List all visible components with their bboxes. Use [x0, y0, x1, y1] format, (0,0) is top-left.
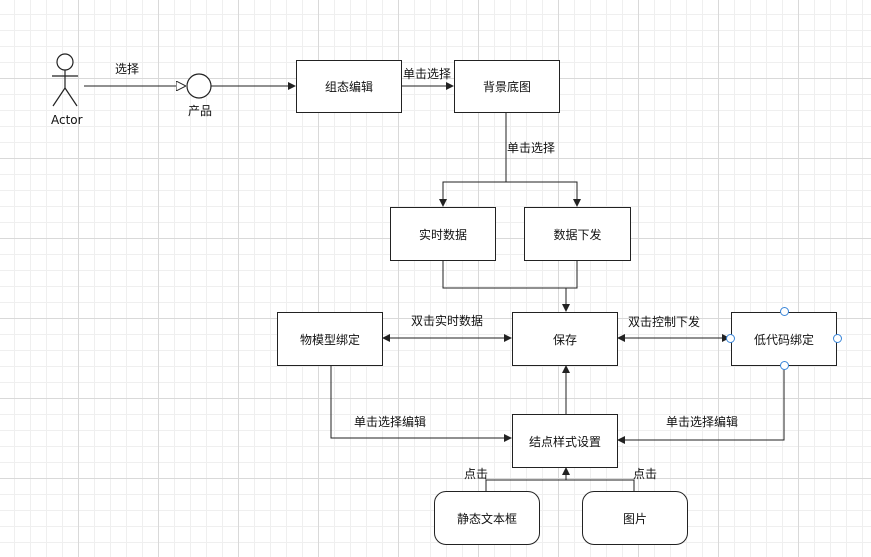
- edge-realtime-save[interactable]: [442, 261, 566, 289]
- node-config-edit[interactable]: 组态编辑: [296, 60, 402, 113]
- node-model-binding-label: 物模型绑定: [299, 332, 360, 347]
- edge-label-click-left: 点击: [464, 467, 489, 481]
- edge-image-style[interactable]: [566, 479, 635, 491]
- edge-lowcode-style[interactable]: [617, 366, 785, 444]
- edge-textbox-style[interactable]: [485, 467, 570, 491]
- resize-handle-top[interactable]: [780, 307, 789, 316]
- node-background-map-label: 背景底图: [482, 80, 531, 94]
- node-save[interactable]: 保存: [512, 312, 618, 366]
- edge-label-select: 选择: [115, 62, 140, 76]
- node-data-dispatch-label: 数据下发: [553, 227, 602, 242]
- node-background-map[interactable]: 背景底图: [454, 60, 560, 113]
- edge-label-dblclick-control: 双击控制下发: [628, 315, 701, 329]
- actor-figure[interactable]: [52, 53, 78, 107]
- edge-label-click-select-edit-left: 单击选择编辑: [354, 415, 427, 429]
- node-realtime-data-label: 实时数据: [418, 227, 467, 242]
- edge-model-style[interactable]: [330, 366, 512, 442]
- actor-label: Actor: [51, 113, 83, 127]
- node-data-dispatch[interactable]: 数据下发: [524, 207, 631, 261]
- node-style-settings-label: 结点样式设置: [528, 434, 601, 449]
- node-style-settings[interactable]: 结点样式设置: [512, 414, 618, 468]
- node-config-edit-label: 组态编辑: [324, 80, 373, 94]
- resize-handle-right[interactable]: [833, 334, 842, 343]
- node-lowcode-binding[interactable]: 低代码绑定: [731, 312, 837, 366]
- product-label: 产品: [188, 104, 213, 118]
- node-lowcode-binding-label: 低代码绑定: [753, 332, 814, 347]
- edge-label-click-select-2: 单击选择: [507, 141, 556, 155]
- edge-split-realtime[interactable]: [439, 181, 506, 207]
- edge-label-click-right: 点击: [633, 467, 658, 481]
- node-static-textbox-label: 静态文本框: [456, 511, 517, 526]
- node-image[interactable]: 图片: [582, 491, 688, 545]
- edge-label-click-select-1: 单击选择: [403, 67, 452, 81]
- edge-label-click-select-edit-right: 单击选择编辑: [666, 415, 739, 429]
- node-static-textbox[interactable]: 静态文本框: [434, 491, 540, 545]
- product-circle[interactable]: [186, 73, 212, 99]
- node-model-binding[interactable]: 物模型绑定: [277, 312, 383, 366]
- node-realtime-data[interactable]: 实时数据: [390, 207, 496, 261]
- edge-split-dispatch[interactable]: [506, 181, 581, 207]
- edge-label-dblclick-realtime: 双击实时数据: [411, 314, 484, 328]
- node-image-label: 图片: [622, 511, 647, 526]
- resize-handle-left[interactable]: [726, 334, 735, 343]
- node-save-label: 保存: [552, 332, 577, 347]
- resize-handle-bottom[interactable]: [780, 361, 789, 370]
- edge-dispatch-save[interactable]: [562, 261, 578, 312]
